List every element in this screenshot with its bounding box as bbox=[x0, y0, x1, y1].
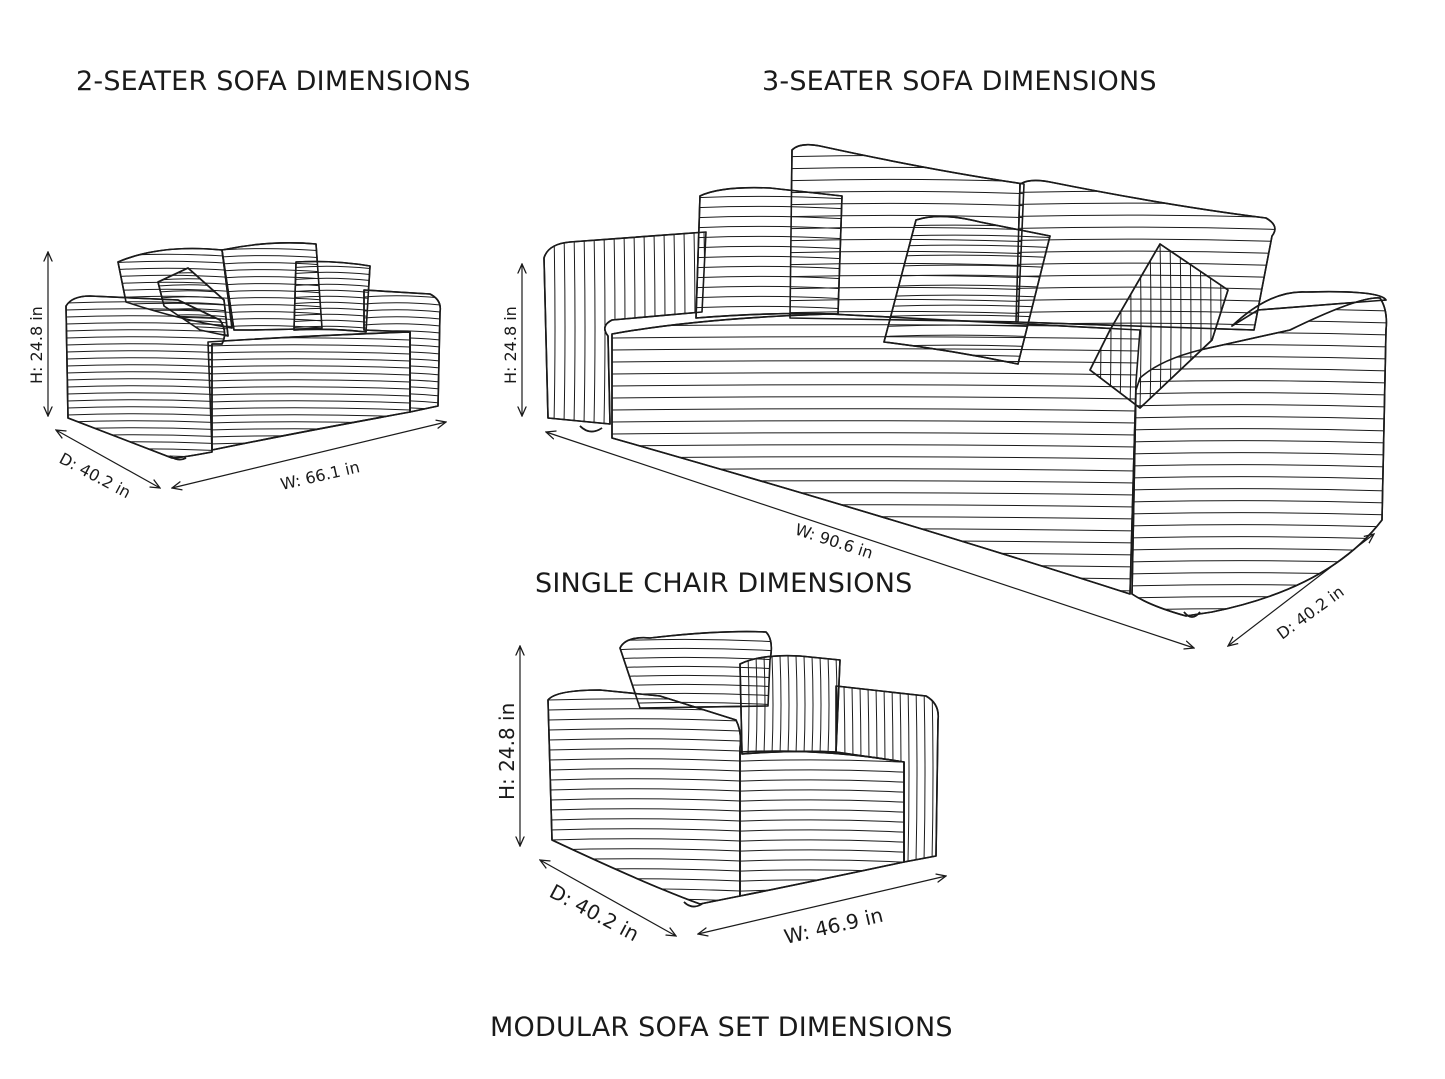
two-seater-throw-pillow-right-stripe-set bbox=[294, 265, 370, 329]
modular-set-title: MODULAR SOFA SET DIMENSIONS bbox=[490, 1012, 953, 1043]
single-chair-left-arm-outline bbox=[547, 689, 742, 905]
two-seater-throw-pillow-left-outline bbox=[157, 267, 229, 337]
three-seater-back-cushion-right-outline bbox=[1015, 179, 1276, 331]
three-seater-width-label: W: 90.6 in bbox=[793, 520, 876, 563]
three-seater-leg-left-outline bbox=[579, 425, 603, 433]
single-chair-throw-pillow-stripe-set bbox=[747, 655, 838, 754]
three-seater-back-cushion-left-outline bbox=[789, 143, 1025, 323]
three-seater-throw-pillow-left-outline bbox=[695, 186, 843, 319]
three-seater-seat-outline bbox=[611, 313, 1141, 595]
single-chair-back-cushion-stripe-set bbox=[620, 638, 772, 706]
three-seater-seat bbox=[611, 313, 1141, 595]
single-chair-leg-outline bbox=[683, 901, 703, 908]
two-seater-leg-outline bbox=[169, 455, 187, 461]
single-chair-back-cushion-outline bbox=[619, 630, 773, 709]
two-seater-back-cushion-right-outline bbox=[221, 242, 323, 331]
two-seater-seat-front-outline bbox=[207, 331, 411, 451]
single-chair-seat-front bbox=[739, 750, 905, 897]
two-seater-seat-front bbox=[207, 331, 411, 451]
single-chair-throw-pillow-outline bbox=[739, 654, 841, 755]
two-seater-width-label: W: 66.1 in bbox=[279, 457, 362, 494]
three-seater-height-label: H: 24.8 in bbox=[501, 306, 520, 384]
single-chair-height-label: H: 24.8 in bbox=[495, 703, 519, 800]
two-seater-height-label: H: 24.8 in bbox=[27, 306, 46, 384]
single-chair-dimension-lines bbox=[520, 646, 946, 936]
three-seater-throw-pillow-right-outline bbox=[1089, 243, 1229, 409]
two-seater-stripes bbox=[66, 248, 441, 458]
two-seater-sofa-outline bbox=[65, 242, 442, 461]
single-chair-left-arm bbox=[547, 689, 742, 905]
three-seater-leg-right-outline bbox=[1183, 611, 1201, 618]
three-seater-right-arm-outline bbox=[1131, 297, 1388, 617]
single-chair-throw-pillow bbox=[739, 654, 841, 755]
two-seater-throw-pillow-right-outline bbox=[293, 260, 371, 333]
single-chair-depth-label: D: 40.2 in bbox=[546, 879, 643, 946]
three-seater-back-cushion-right-stripe-set bbox=[1016, 190, 1275, 326]
single-chair-outline bbox=[547, 630, 940, 908]
single-chair-width-label: W: 46.9 in bbox=[782, 903, 886, 949]
three-seater-right-arm-top-outline bbox=[1231, 290, 1387, 327]
two-seater-title: 2-SEATER SOFA DIMENSIONS bbox=[76, 66, 471, 97]
three-seater-left-arm-outline bbox=[543, 231, 707, 425]
two-seater-left-arm-outline bbox=[65, 295, 226, 459]
two-seater-back-cushion-left-outline bbox=[117, 247, 233, 329]
single-chair bbox=[547, 630, 940, 908]
three-seater-throw-pillow-center-outline bbox=[883, 215, 1051, 365]
two-seater-depth-label: D: 40.2 in bbox=[56, 449, 134, 502]
three-seater-title: 3-SEATER SOFA DIMENSIONS bbox=[762, 66, 1157, 97]
two-seater-dimension-lines bbox=[48, 252, 446, 488]
three-seater-sofa-outline bbox=[543, 143, 1388, 618]
two-seater-left-arm bbox=[65, 295, 226, 459]
